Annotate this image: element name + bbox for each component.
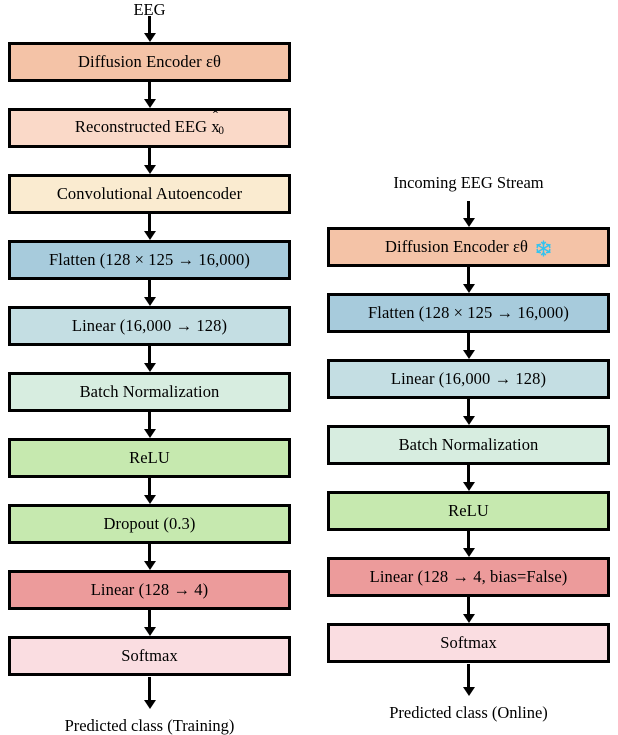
node-linear-128-4[interactable]: Linear (128 → 4) [8, 570, 291, 610]
node-flatten[interactable]: Flatten (128 × 125 → 16,000) [327, 293, 610, 333]
online-output-label: Predicted class (Online) [389, 703, 548, 722]
node-softmax[interactable]: Softmax [8, 636, 291, 676]
node-label: Softmax [121, 645, 178, 665]
flow-arrow [327, 465, 610, 491]
flow-arrow [327, 597, 610, 623]
node-label: Batch Normalization [79, 381, 220, 401]
node-label: ReLU [129, 447, 170, 467]
training-input-label: EEG [133, 0, 166, 19]
flow-arrow [327, 201, 610, 227]
training-output-label: Predicted class (Training) [64, 716, 235, 735]
node-batch-normalization[interactable]: Batch Normalization [8, 372, 291, 412]
flow-arrow [327, 267, 610, 293]
flow-arrow [8, 16, 291, 42]
flow-arrow [8, 610, 291, 636]
node-diffusion-encoder[interactable]: Diffusion Encoder εθ [8, 42, 291, 82]
node-label: ReLU [448, 500, 489, 520]
flow-arrow [327, 333, 610, 359]
node-softmax[interactable]: Softmax [327, 623, 610, 663]
training-pipeline-column: EEG Diffusion Encoder εθ Reconstructed EE… [8, 0, 291, 734]
online-input-label: Incoming EEG Stream [393, 173, 544, 192]
node-label: Linear (16,000 → 128) [71, 315, 228, 335]
flow-arrow [8, 478, 291, 504]
flow-arrow [8, 280, 291, 306]
node-linear-128-4-nobias[interactable]: Linear (128 → 4, bias=False) [327, 557, 610, 597]
node-label: Dropout (0.3) [103, 513, 196, 533]
node-label: Softmax [440, 632, 497, 652]
node-label: Linear (128 → 4) [90, 579, 209, 599]
flow-arrow [8, 346, 291, 372]
flow-arrow [8, 544, 291, 570]
flow-arrow [8, 82, 291, 108]
node-linear-16000-128[interactable]: Linear (16,000 → 128) [327, 359, 610, 399]
node-label: Linear (128 → 4, bias=False) [369, 566, 568, 586]
node-label: Diffusion Encoder εθ [385, 236, 528, 256]
flow-arrow-output [8, 677, 291, 709]
online-pipeline-column: Incoming EEG Stream Diffusion Encoder εθ… [327, 0, 610, 721]
node-label: Batch Normalization [398, 434, 539, 454]
node-relu[interactable]: ReLU [327, 491, 610, 531]
node-diffusion-encoder-frozen[interactable]: Diffusion Encoder εθ [327, 227, 610, 267]
flow-arrow [8, 412, 291, 438]
node-linear-16000-128[interactable]: Linear (16,000 → 128) [8, 306, 291, 346]
node-batch-normalization[interactable]: Batch Normalization [327, 425, 610, 465]
node-label: Flatten (128 × 125 → 16,000) [368, 302, 569, 322]
node-flatten[interactable]: Flatten (128 × 125 → 16,000) [8, 240, 291, 280]
node-label: Flatten (128 × 125 → 16,000) [49, 249, 250, 269]
node-label: Convolutional Autoencoder [56, 183, 243, 203]
flow-arrow [327, 399, 610, 425]
flow-arrow [327, 531, 610, 557]
node-label: Linear (16,000 → 128) [390, 368, 547, 388]
node-dropout[interactable]: Dropout (0.3) [8, 504, 291, 544]
flow-arrow [8, 214, 291, 240]
node-conv-autoencoder[interactable]: Convolutional Autoencoder [8, 174, 291, 214]
snowflake-icon [535, 239, 552, 257]
flow-arrow [8, 148, 291, 174]
node-relu[interactable]: ReLU [8, 438, 291, 478]
pipeline-diagram: EEG Diffusion Encoder εθ Reconstructed EE… [8, 0, 610, 734]
node-label: Diffusion Encoder εθ [78, 51, 221, 71]
flow-arrow-output [327, 664, 610, 696]
